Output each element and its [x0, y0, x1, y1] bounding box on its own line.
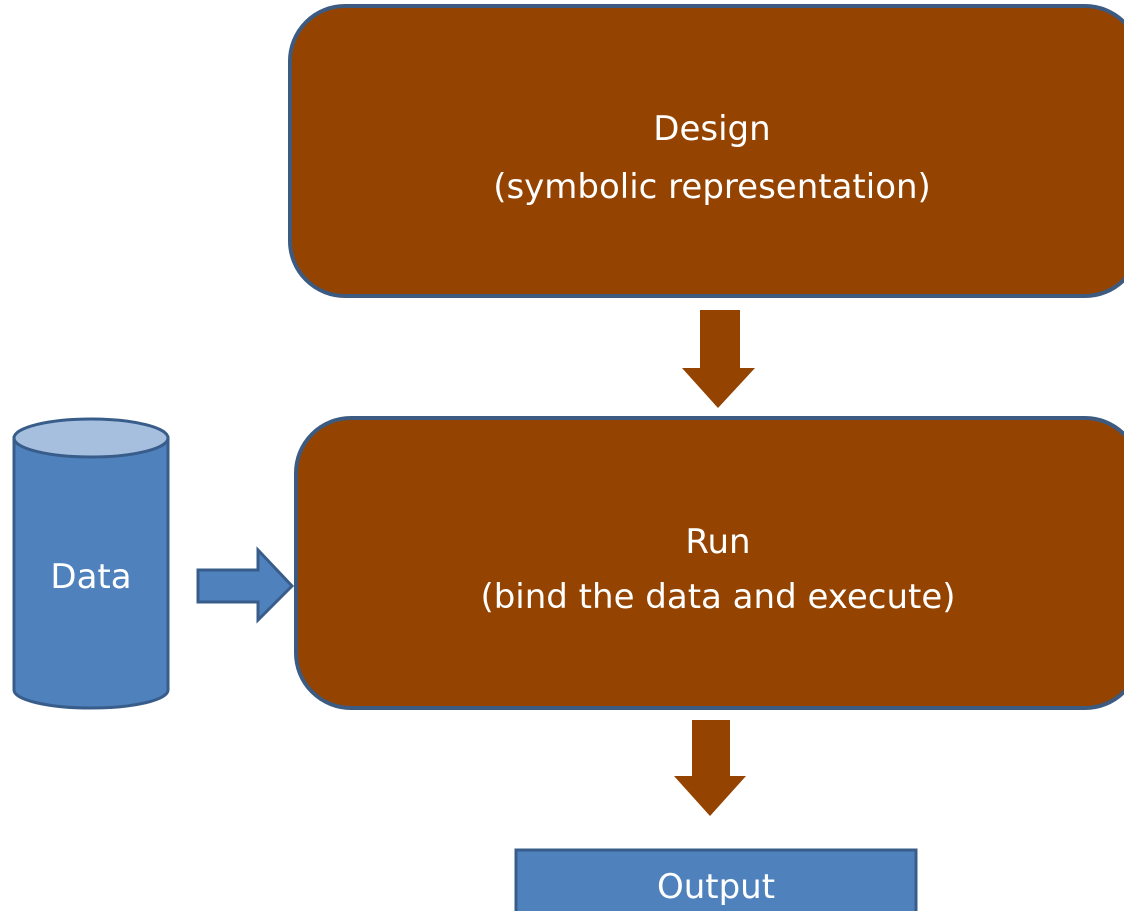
data-cylinder-label: Data [50, 557, 131, 597]
design-box-shape [288, 4, 1124, 298]
output-box: Output [514, 848, 918, 911]
run-box-subtitle: (bind the data and execute) [480, 577, 955, 617]
run-box-title: Run [685, 522, 750, 562]
run-to-output-arrow [674, 720, 746, 816]
data-cylinder: Data [12, 417, 170, 710]
data-cylinder-body [12, 436, 170, 710]
data-to-run-arrow [196, 546, 295, 624]
data-cylinder-top [12, 417, 170, 459]
design-box: Design (symbolic representation) [288, 4, 1124, 298]
design-box-subtitle: (symbolic representation) [493, 167, 931, 207]
design-to-run-arrow [682, 310, 755, 408]
output-box-label: Output [657, 867, 775, 907]
run-box-shape [294, 416, 1124, 710]
design-box-title: Design [653, 109, 770, 149]
output-box-shape [514, 848, 918, 911]
run-box: Run (bind the data and execute) [294, 416, 1124, 710]
